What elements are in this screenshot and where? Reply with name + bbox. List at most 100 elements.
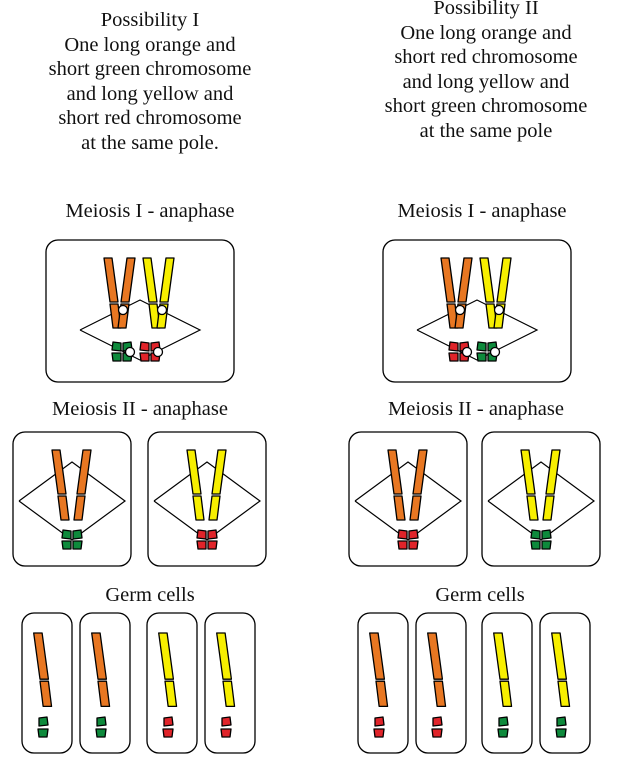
germ-short-chromatid	[96, 717, 106, 737]
chromatid-lower-arm	[40, 681, 52, 706]
chromatid-upper-arm	[77, 450, 91, 494]
spindle-fibers	[154, 462, 260, 540]
long-chromatid	[543, 450, 560, 520]
short-chromatid-piece	[62, 530, 71, 539]
short-chromatid-piece	[208, 541, 217, 549]
long-yellow-chromatid	[480, 258, 497, 328]
short-chromatid-piece	[164, 717, 173, 726]
chromatid-upper-arm	[546, 450, 560, 494]
chromatid-upper-arm	[497, 258, 511, 302]
short-chromatid-piece	[39, 717, 48, 726]
chromatid-upper-arm	[92, 633, 107, 679]
germ-short-chromatid	[163, 717, 173, 737]
germ-short-chromatid	[432, 717, 442, 737]
spindle-fibers	[488, 462, 594, 540]
short-chromatid-piece	[221, 729, 231, 737]
short-chromatid-piece	[409, 530, 418, 539]
germ-short-chromatid	[221, 717, 231, 737]
short-chromatid-piece	[222, 717, 231, 726]
meiosis-1-cell	[383, 240, 571, 382]
short-chromatid-piece	[97, 717, 106, 726]
chromatid-lower-arm	[74, 496, 85, 520]
short-chromatid-piece	[409, 541, 418, 549]
germ-short-chromatid	[498, 717, 508, 737]
chromatid-lower-arm	[209, 496, 220, 520]
short-chromatid-piece	[477, 353, 486, 361]
short-chromatid-piece	[163, 729, 173, 737]
chromatid-lower-arm	[558, 681, 570, 706]
germ-long-chromatid	[92, 633, 110, 706]
centromere	[456, 306, 465, 315]
chromatid-upper-arm	[521, 450, 535, 494]
chromatid-lower-arm	[434, 681, 446, 706]
germ-long-chromatid	[34, 633, 52, 706]
centromere	[126, 348, 135, 357]
chromatid-upper-arm	[104, 258, 118, 302]
spindle-fibers	[355, 462, 461, 540]
germ-short-chromatid	[374, 717, 384, 737]
long-yellow-chromatid	[157, 258, 174, 328]
short-chromatid-piece	[531, 541, 540, 549]
spindle-fibers	[19, 462, 125, 540]
long-chromatid	[209, 450, 226, 520]
short-chromatid-piece	[542, 541, 551, 549]
short-chromatid-piece	[112, 353, 121, 361]
spindle-fibers	[80, 300, 200, 360]
chromatid-lower-arm	[394, 496, 405, 520]
short-chromatid-piece	[197, 541, 206, 549]
chromatid-lower-arm	[410, 496, 421, 520]
germ-short-chromatid	[556, 717, 566, 737]
short-chromatid-piece	[112, 342, 121, 351]
long-chromatid	[187, 450, 204, 520]
chromatid-upper-arm	[428, 633, 443, 679]
short-chromatid-piece	[542, 530, 551, 539]
chromatid-upper-arm	[458, 258, 472, 302]
centromere	[158, 306, 167, 315]
meiosis-2-cell	[148, 432, 266, 566]
germ-long-chromatid	[428, 633, 446, 706]
germ-long-chromatid	[494, 633, 512, 706]
chromatid-upper-arm	[480, 258, 494, 302]
short-chromatid-piece	[556, 729, 566, 737]
short-chromatid-piece	[398, 541, 407, 549]
chromatid-lower-arm	[500, 681, 512, 706]
short-chromatid-piece	[140, 342, 149, 351]
chromatid-lower-arm	[98, 681, 110, 706]
long-orange-chromatid	[104, 258, 121, 328]
short-chromatid-piece	[477, 342, 486, 351]
long-orange-chromatid	[118, 258, 135, 328]
long-yellow-chromatid	[143, 258, 160, 328]
short-chromatid-piece	[499, 717, 508, 726]
meiosis-2-cell	[349, 432, 467, 566]
centromere	[463, 348, 472, 357]
chromatid-lower-arm	[193, 496, 204, 520]
chromatid-upper-arm	[552, 633, 567, 679]
long-orange-chromatid	[441, 258, 458, 328]
short-chromatid-piece	[73, 530, 82, 539]
short-chromatid-piece	[62, 541, 71, 549]
long-chromatid	[52, 450, 69, 520]
short-chromatid-piece	[449, 353, 458, 361]
chromatid-upper-arm	[159, 633, 174, 679]
short-chromatid-piece	[433, 717, 442, 726]
meiosis-2-cell	[482, 432, 600, 566]
germ-long-chromatid	[159, 633, 177, 706]
short-chromatid-piece	[140, 353, 149, 361]
short-chromatid-piece	[197, 530, 206, 539]
chromatid-upper-arm	[388, 450, 402, 494]
chromatid-upper-arm	[212, 450, 226, 494]
germ-long-chromatid	[217, 633, 235, 706]
spindle-fibers	[417, 300, 537, 360]
chromatid-upper-arm	[370, 633, 385, 679]
long-chromatid	[388, 450, 405, 520]
centromere	[119, 306, 128, 315]
short-chromatid-piece	[498, 729, 508, 737]
chromatid-upper-arm	[494, 633, 509, 679]
short-chromatid-piece	[449, 342, 458, 351]
short-chromatid-piece	[375, 717, 384, 726]
chromatid-upper-arm	[143, 258, 157, 302]
meiosis-2-cell	[13, 432, 131, 566]
chromatid-upper-arm	[34, 633, 49, 679]
short-chromatid-piece	[208, 530, 217, 539]
